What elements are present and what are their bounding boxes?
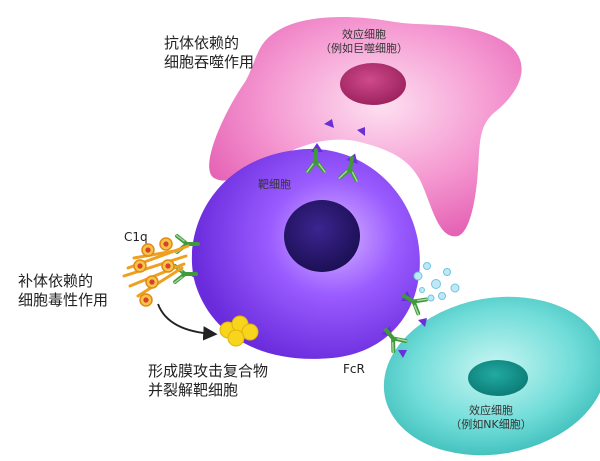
macrophage-label-line-2: （例如巨噬细胞） bbox=[320, 41, 408, 55]
macrophage-nucleus bbox=[340, 63, 406, 105]
cdc-label-line-2: 细胞毒性作用 bbox=[18, 290, 109, 309]
c1q-label: C1q bbox=[124, 230, 148, 245]
adcp-label-line-2: 细胞吞噬作用 bbox=[164, 52, 255, 71]
target-cell-label-text: 靶细胞 bbox=[258, 178, 291, 191]
macrophage-cell bbox=[209, 17, 522, 237]
macrophage-fcr bbox=[357, 127, 365, 136]
cdc-label: 补体依赖的 细胞毒性作用 bbox=[18, 272, 108, 310]
fcr-label: FcR bbox=[343, 362, 365, 377]
mac-label: 形成膜攻击复合物 并裂解靶细胞 bbox=[148, 362, 268, 400]
mac-label-line-1: 形成膜攻击复合物 bbox=[148, 362, 269, 380]
nk-label-line-2: （例如NK细胞） bbox=[450, 417, 532, 431]
adcp-label: 抗体依赖的 细胞吞噬作用 bbox=[164, 34, 254, 72]
membrane-attack-complex bbox=[219, 315, 259, 347]
target-cell-label: 靶细胞 bbox=[258, 178, 291, 192]
nk-cell-label: 效应细胞 （例如NK细胞） bbox=[436, 404, 546, 432]
nk-nucleus bbox=[468, 360, 528, 396]
nk-fcr bbox=[418, 318, 427, 327]
mac-label-line-2: 并裂解靶细胞 bbox=[148, 380, 239, 399]
nk-granules bbox=[413, 262, 460, 302]
cdc-arrow bbox=[157, 303, 218, 341]
macrophage-fcr bbox=[324, 119, 334, 128]
target-nucleus bbox=[284, 200, 360, 272]
fcr-label-text: FcR bbox=[343, 362, 365, 376]
macrophage-label: 效应细胞 （例如巨噬细胞） bbox=[308, 28, 420, 56]
complement-c1q bbox=[122, 237, 190, 307]
c1q-label-text: C1q bbox=[124, 230, 148, 244]
cdc-label-line-1: 补体依赖的 bbox=[18, 272, 94, 290]
nk-fcr bbox=[398, 350, 407, 358]
macrophage-label-line-1: 效应细胞 bbox=[342, 28, 386, 41]
adcp-label-line-1: 抗体依赖的 bbox=[164, 34, 240, 52]
nk-label-line-1: 效应细胞 bbox=[469, 404, 513, 417]
